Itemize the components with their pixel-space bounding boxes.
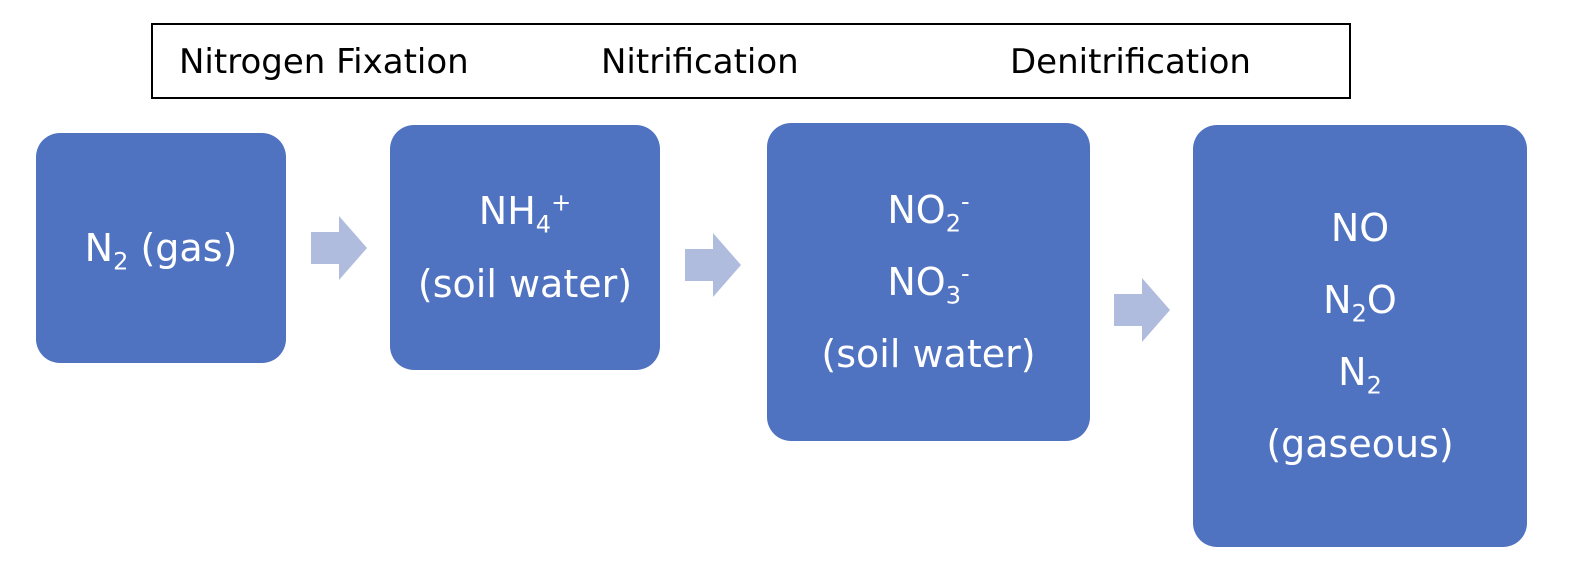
node-line: (gaseous) (1266, 408, 1453, 480)
formula-subscript: 3 (945, 281, 961, 310)
stage-nitrification: Nitrification (601, 42, 799, 82)
node-line: NO (1331, 192, 1389, 264)
formula-subscript: 4 (535, 210, 552, 239)
node-line: N2 (gas) (85, 212, 238, 284)
formula-superscript: - (960, 187, 970, 216)
formula-base: NO (1330, 205, 1390, 250)
formula-subscript: 2 (1366, 371, 1382, 400)
formula-base: NO (887, 259, 946, 304)
formula-base: NO (887, 187, 946, 232)
node-caption: (gaseous) (1266, 422, 1454, 467)
formula-superscript: - (960, 259, 970, 288)
formula-rest: (gas) (128, 225, 238, 270)
node-line: NH4+ (479, 175, 571, 247)
node-line: (soil water) (418, 248, 632, 320)
node-ammonium: NH4+ (soil water) (390, 125, 660, 370)
formula-base: N (84, 225, 114, 270)
stage-nitrogen-fixation: Nitrogen Fixation (179, 42, 469, 82)
right-arrow-icon (311, 216, 367, 280)
node-nitrite-nitrate: NO2- NO3- (soil water) (767, 123, 1090, 441)
node-caption: (soil water) (417, 261, 633, 306)
node-line: (soil water) (821, 318, 1035, 390)
formula-base: NH (478, 189, 536, 234)
node-nitrogen-gas: N2 (gas) (36, 133, 286, 363)
node-caption: (soil water) (821, 332, 1036, 377)
formula-base: N (1338, 350, 1367, 394)
formula-superscript: + (551, 188, 572, 217)
node-line: N2O (1323, 264, 1397, 336)
formula-subscript: 2 (1351, 299, 1367, 328)
node-line: NO2- (887, 174, 969, 246)
right-arrow-icon (685, 233, 741, 297)
node-line: NO3- (887, 246, 969, 318)
node-gaseous-products: NO N2O N2 (gaseous) (1193, 125, 1527, 547)
formula-subscript: 2 (945, 209, 961, 238)
stage-denitrification: Denitrification (1010, 42, 1251, 82)
node-line: N2 (1338, 336, 1382, 408)
formula-rest: O (1366, 277, 1397, 322)
right-arrow-icon (1114, 278, 1170, 342)
process-stages-header: Nitrogen Fixation Nitrification Denitrif… (151, 23, 1351, 99)
formula-base: N (1323, 277, 1352, 322)
formula-subscript: 2 (113, 247, 129, 276)
